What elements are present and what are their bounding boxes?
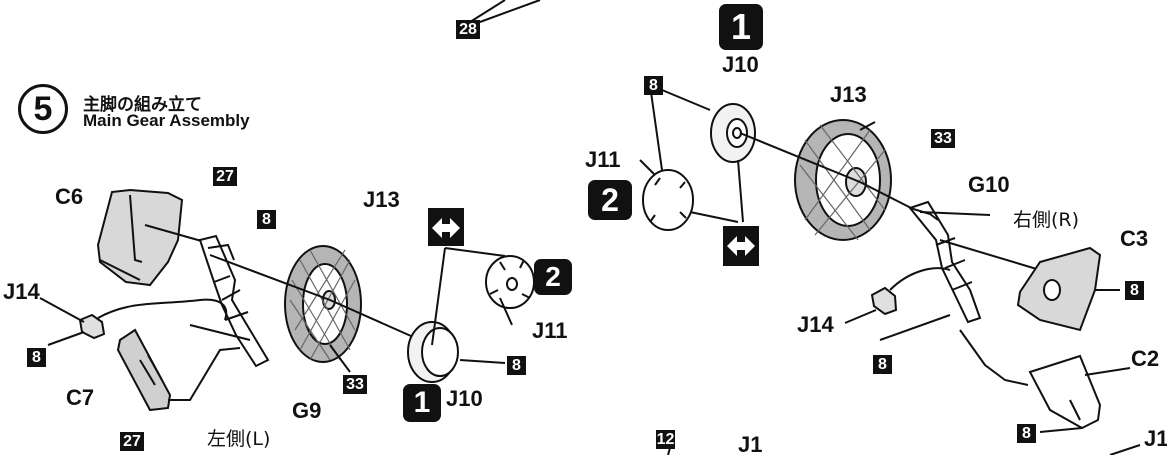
paint-code-c2: 8 <box>1017 424 1036 443</box>
paint-code-strut: 8 <box>257 210 276 229</box>
part-label-j14-right: J14 <box>797 312 834 337</box>
door-c3-drawing <box>1016 246 1120 332</box>
sub-step-1-right: 1 <box>719 4 763 50</box>
part-label-g9: G9 <box>292 398 322 423</box>
part-label-c3: C3 <box>1120 226 1149 251</box>
part-label-j1-edge: J1 <box>1144 426 1167 451</box>
strut-g10-drawing <box>908 200 982 324</box>
part-label-j13-right: J13 <box>830 82 867 107</box>
step-title-en: Main Gear Assembly <box>83 111 250 130</box>
part-label-g10: G10 <box>968 172 1010 197</box>
part-label-c7: C7 <box>66 385 95 410</box>
step-title-jp: 主脚の組み立て <box>83 95 202 115</box>
part-label-c6: C6 <box>55 184 84 209</box>
paint-code-j10-left: 8 <box>507 356 526 375</box>
strut-g9-drawing <box>198 234 270 368</box>
part-label-c2: C2 <box>1131 346 1160 371</box>
part-j14-right-drawing <box>870 286 898 316</box>
sub-step-1-left: 1 <box>403 384 441 422</box>
paint-code-tire-right: 33 <box>931 129 955 148</box>
sub-step-2-left: 2 <box>534 259 572 295</box>
door-c7-drawing <box>116 328 172 412</box>
part-label-j14-left: J14 <box>3 279 40 304</box>
part-label-j1: J1 <box>738 432 763 457</box>
part-label-j11-left: J11 <box>532 318 568 343</box>
part-label-j10-left: J10 <box>446 386 483 411</box>
door-c2-drawing <box>1028 354 1131 430</box>
side-label-right: 右側(R) <box>1013 209 1080 231</box>
door-c6-drawing <box>96 188 184 287</box>
part-j14-drawing <box>78 313 106 340</box>
sub-step-2-right: 2 <box>588 180 632 220</box>
part-label-j11-right: J11 <box>585 147 621 172</box>
paint-code-j14-right: 8 <box>873 355 892 374</box>
paint-code-c6: 27 <box>213 167 237 186</box>
paint-code-tire-left: 33 <box>343 375 367 394</box>
part-label-j10-right: J10 <box>722 52 759 77</box>
paint-code-12: 12 <box>656 430 675 449</box>
part-label-j13-left: J13 <box>363 187 400 212</box>
paint-code-j10-right: 8 <box>644 76 663 95</box>
paint-code-28: 28 <box>456 20 480 39</box>
paint-code-j14-left: 8 <box>27 348 46 367</box>
step-number-badge: 5 <box>18 84 68 134</box>
paint-code-c7: 27 <box>120 432 144 451</box>
side-label-left: 左側(L) <box>207 428 271 450</box>
paint-code-c3: 8 <box>1125 281 1144 300</box>
